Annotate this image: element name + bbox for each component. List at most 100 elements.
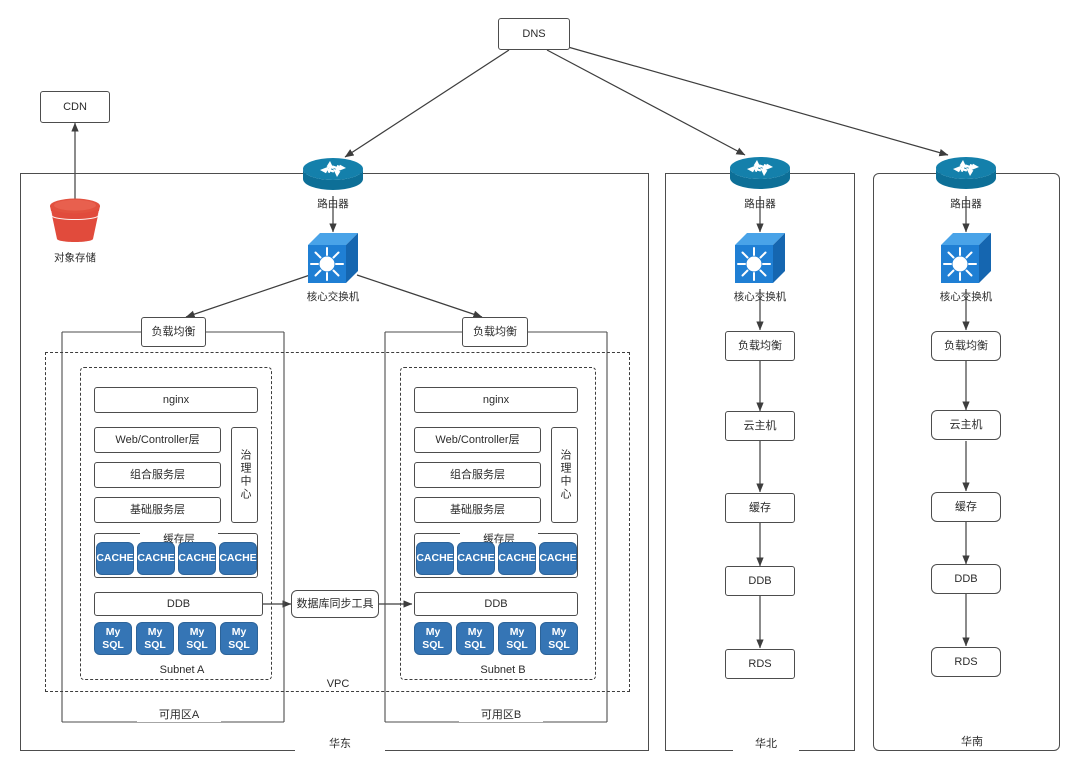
mysql-node-label: My SQL bbox=[228, 626, 250, 651]
cache-node-label: CACHE bbox=[219, 552, 257, 565]
cache-node-label: CACHE bbox=[178, 552, 216, 565]
basic-service-layer-zone-a[interactable]: 基础服务层 bbox=[94, 497, 221, 523]
south-cloud-host[interactable]: 云主机 bbox=[931, 410, 1001, 440]
cache-node-zone-a-1[interactable]: CACHE bbox=[96, 542, 134, 575]
north-ddb-label: DDB bbox=[748, 574, 772, 587]
governance-center-zone-a-label: 治理中心 bbox=[239, 449, 251, 501]
north-cloud-host-label: 云主机 bbox=[743, 419, 777, 432]
cache-node-label: CACHE bbox=[416, 552, 454, 565]
mysql-node-zone-b-2[interactable]: My SQL bbox=[456, 622, 494, 655]
south-ddb-label: DDB bbox=[954, 572, 978, 585]
mysql-node-label: My SQL bbox=[144, 626, 166, 651]
load-balancer-zone-b[interactable]: 负载均衡 bbox=[462, 317, 528, 347]
mysql-node-zone-b-1[interactable]: My SQL bbox=[414, 622, 452, 655]
governance-center-zone-b-label: 治理中心 bbox=[559, 449, 571, 501]
web-controller-layer-zone-a[interactable]: Web/Controller层 bbox=[94, 427, 221, 453]
subnet-b-boundary bbox=[400, 367, 596, 680]
cache-node-label: CACHE bbox=[137, 552, 175, 565]
south-rds[interactable]: RDS bbox=[931, 647, 1001, 677]
load-balancer-zone-a-label: 负载均衡 bbox=[151, 325, 196, 338]
basic-service-layer-zone-b[interactable]: 基础服务层 bbox=[414, 497, 541, 523]
core-switch-label-north: 核心交换机 bbox=[733, 291, 787, 303]
vpc-boundary bbox=[45, 352, 630, 692]
subnet-b-label: Subnet B bbox=[461, 664, 545, 676]
basic-service-layer-zone-a-label: 基础服务层 bbox=[130, 503, 185, 516]
mysql-node-label: My SQL bbox=[102, 626, 124, 651]
south-cache[interactable]: 缓存 bbox=[931, 492, 1001, 522]
north-cloud-host[interactable]: 云主机 bbox=[725, 411, 795, 441]
north-load-balancer-label: 负载均衡 bbox=[738, 339, 782, 352]
load-balancer-zone-b-label: 负载均衡 bbox=[473, 325, 517, 338]
router-icon-east[interactable] bbox=[302, 157, 364, 195]
mysql-node-label: My SQL bbox=[186, 626, 208, 651]
north-cache-label: 缓存 bbox=[749, 501, 771, 514]
mysql-node-zone-a-2[interactable]: My SQL bbox=[136, 622, 174, 655]
router-label-east: 路由器 bbox=[317, 198, 349, 210]
cache-node-zone-b-4[interactable]: CACHE bbox=[539, 542, 577, 575]
router-label-south: 路由器 bbox=[950, 198, 982, 210]
object-storage-label: 对象存储 bbox=[54, 252, 96, 264]
cache-node-label: CACHE bbox=[96, 552, 134, 565]
zone-a-label: 可用区A bbox=[137, 706, 221, 722]
core-switch-label-east: 核心交换机 bbox=[306, 291, 360, 303]
mysql-node-zone-a-4[interactable]: My SQL bbox=[220, 622, 258, 655]
mysql-node-label: My SQL bbox=[506, 626, 528, 651]
cache-node-zone-a-3[interactable]: CACHE bbox=[178, 542, 216, 575]
dns-node[interactable]: DNS bbox=[498, 18, 570, 50]
composite-service-layer-zone-b-label: 组合服务层 bbox=[450, 468, 505, 481]
nginx-zone-a[interactable]: nginx bbox=[94, 387, 258, 413]
core-switch-icon-north[interactable] bbox=[733, 231, 787, 285]
ddb-zone-a-label: DDB bbox=[166, 597, 191, 610]
ddb-zone-a[interactable]: DDB bbox=[94, 592, 263, 616]
router-icon-north[interactable] bbox=[729, 156, 791, 194]
load-balancer-zone-a[interactable]: 负载均衡 bbox=[141, 317, 206, 347]
north-load-balancer[interactable]: 负载均衡 bbox=[725, 331, 795, 361]
core-switch-icon-east[interactable] bbox=[306, 231, 360, 285]
north-rds[interactable]: RDS bbox=[725, 649, 795, 679]
mysql-node-label: My SQL bbox=[548, 626, 570, 651]
south-ddb[interactable]: DDB bbox=[931, 564, 1001, 594]
north-rds-label: RDS bbox=[748, 657, 772, 670]
composite-service-layer-zone-a[interactable]: 组合服务层 bbox=[94, 462, 221, 488]
object-storage-bucket-icon[interactable] bbox=[46, 198, 104, 244]
cache-node-zone-b-3[interactable]: CACHE bbox=[498, 542, 536, 575]
nginx-zone-b-label: nginx bbox=[482, 393, 510, 406]
database-sync-tool[interactable]: 数据库同步工具 bbox=[291, 590, 379, 618]
cache-node-label: CACHE bbox=[457, 552, 495, 565]
governance-center-zone-a[interactable]: 治理中心 bbox=[231, 427, 258, 523]
zone-b-label: 可用区B bbox=[459, 706, 543, 722]
south-rds-label: RDS bbox=[954, 655, 978, 668]
cache-node-zone-a-2[interactable]: CACHE bbox=[137, 542, 175, 575]
web-controller-layer-zone-a-label: Web/Controller层 bbox=[115, 433, 200, 446]
cache-node-zone-b-2[interactable]: CACHE bbox=[457, 542, 495, 575]
composite-service-layer-zone-b[interactable]: 组合服务层 bbox=[414, 462, 541, 488]
router-icon-south[interactable] bbox=[935, 156, 997, 194]
cache-node-label: CACHE bbox=[539, 552, 577, 565]
cache-node-zone-a-4[interactable]: CACHE bbox=[219, 542, 257, 575]
nginx-zone-b[interactable]: nginx bbox=[414, 387, 578, 413]
subnet-a-label: Subnet A bbox=[140, 664, 224, 676]
dns-label: DNS bbox=[522, 27, 546, 40]
governance-center-zone-b[interactable]: 治理中心 bbox=[551, 427, 578, 523]
south-cache-label: 缓存 bbox=[955, 500, 977, 513]
core-switch-icon-south[interactable] bbox=[939, 231, 993, 285]
cache-node-zone-b-1[interactable]: CACHE bbox=[416, 542, 454, 575]
subnet-a-boundary bbox=[80, 367, 272, 680]
north-ddb[interactable]: DDB bbox=[725, 566, 795, 596]
cdn-label: CDN bbox=[63, 100, 87, 113]
cdn-node[interactable]: CDN bbox=[40, 91, 110, 123]
region-south-label: 华南 bbox=[939, 733, 1005, 749]
south-cloud-host-label: 云主机 bbox=[949, 418, 983, 431]
mysql-node-label: My SQL bbox=[464, 626, 486, 651]
south-load-balancer[interactable]: 负载均衡 bbox=[931, 331, 1001, 361]
ddb-zone-b[interactable]: DDB bbox=[414, 592, 578, 616]
mysql-node-zone-a-1[interactable]: My SQL bbox=[94, 622, 132, 655]
mysql-node-zone-b-3[interactable]: My SQL bbox=[498, 622, 536, 655]
mysql-node-zone-a-3[interactable]: My SQL bbox=[178, 622, 216, 655]
cache-node-label: CACHE bbox=[498, 552, 536, 565]
mysql-node-zone-b-4[interactable]: My SQL bbox=[540, 622, 578, 655]
north-cache[interactable]: 缓存 bbox=[725, 493, 795, 523]
database-sync-tool-label: 数据库同步工具 bbox=[296, 597, 374, 610]
web-controller-layer-zone-b[interactable]: Web/Controller层 bbox=[414, 427, 541, 453]
